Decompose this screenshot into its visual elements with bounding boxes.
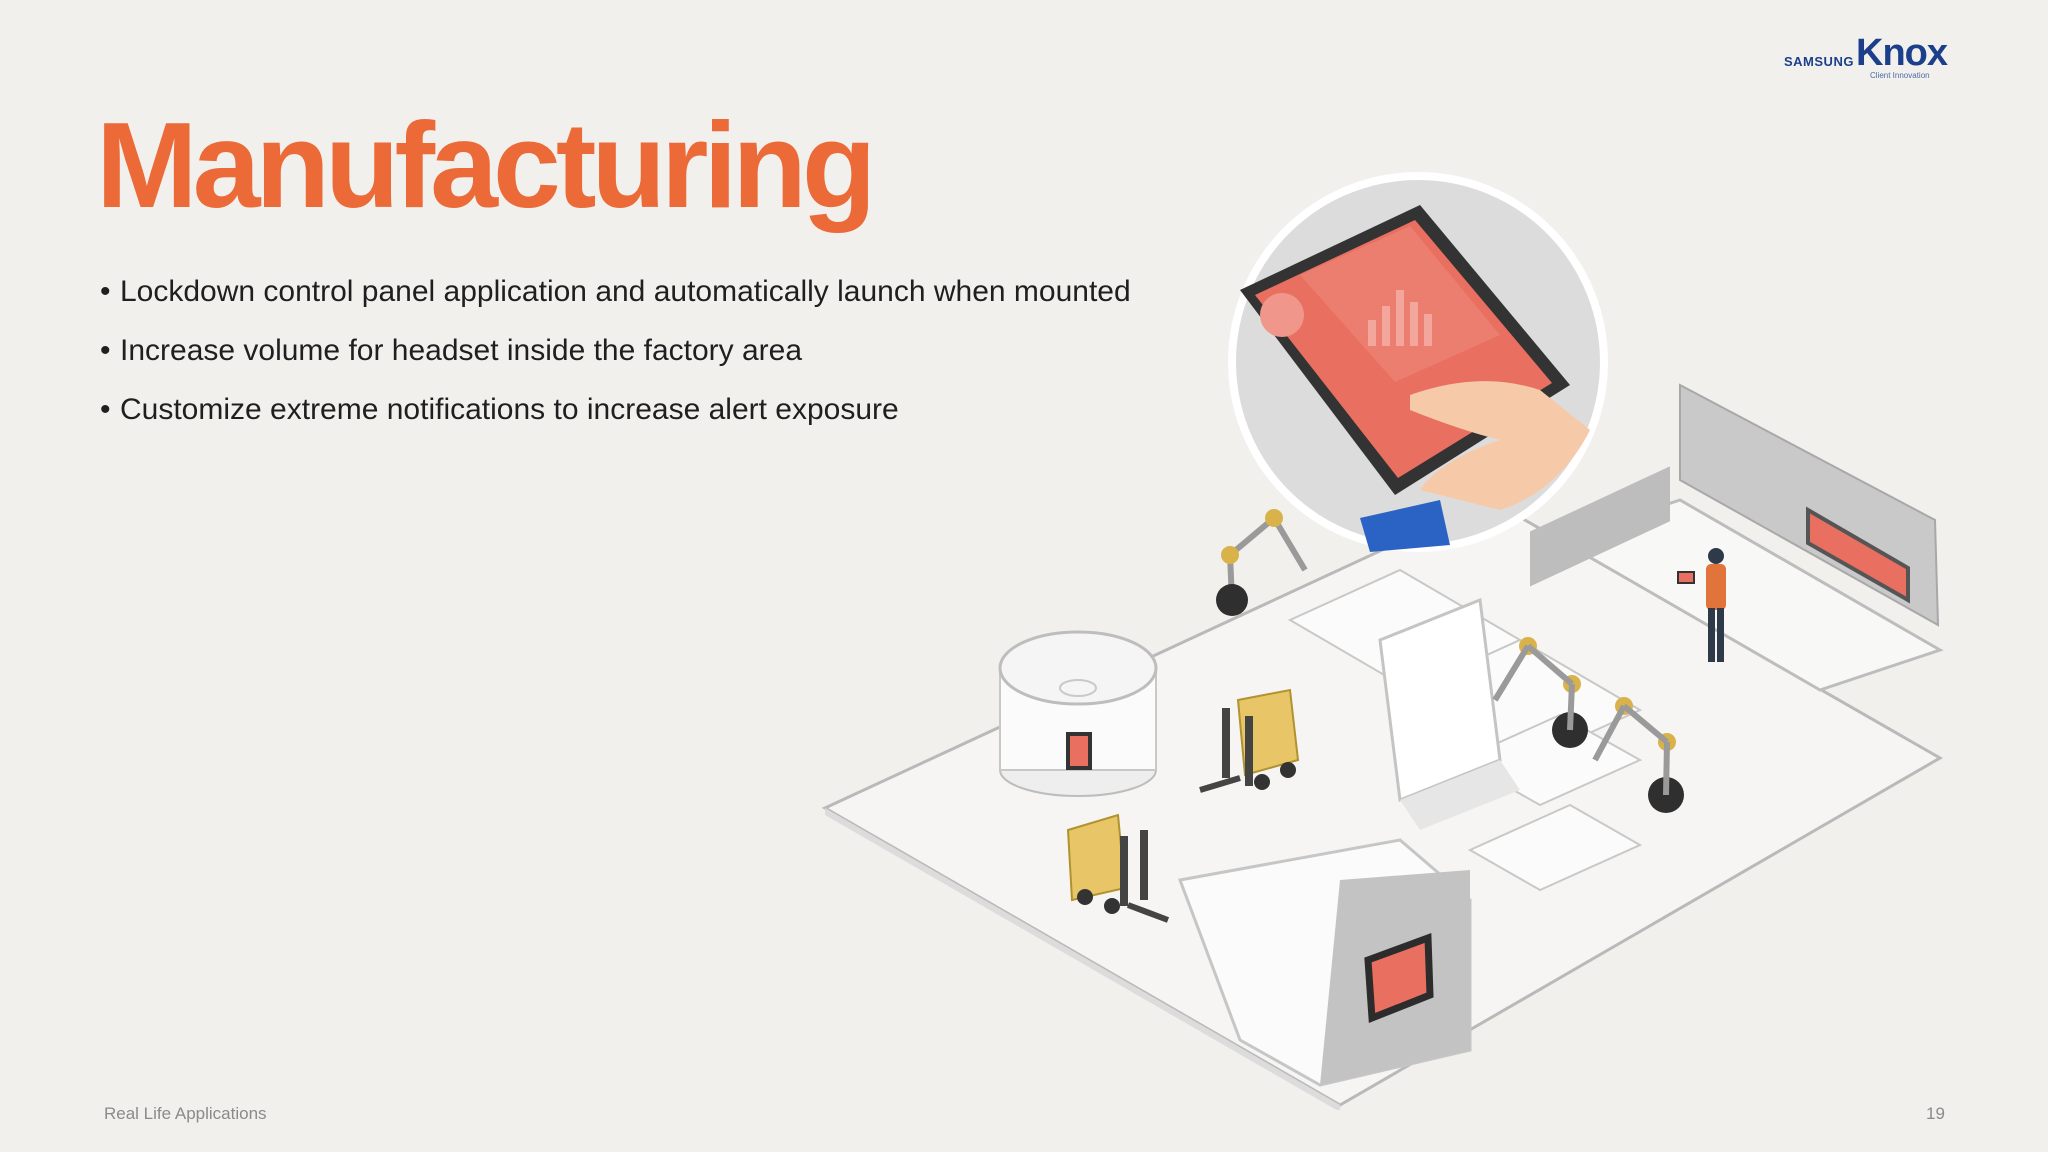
- footer-section-label: Real Life Applications: [104, 1104, 267, 1123]
- forklift-lower: [1066, 813, 1170, 923]
- pie-chart-icon: [1260, 293, 1304, 337]
- bullet-marker: •: [100, 334, 111, 367]
- pointing-hand: [1410, 381, 1590, 510]
- logo-brand: SAMSUNG: [1784, 54, 1854, 69]
- bar-chart-icon: [1368, 290, 1432, 346]
- logo-product: Knox: [1856, 32, 1948, 74]
- office-desk: [1530, 466, 1670, 587]
- bullet-marker: •: [100, 275, 111, 308]
- factory-illustration-icon: [821, 172, 1944, 1110]
- bullet-list: • Lockdown control panel application and …: [100, 272, 1131, 449]
- logo-tagline: Client Innovation: [1870, 71, 1930, 80]
- forklift-upper: [1199, 688, 1300, 793]
- bullet-text: Lockdown control panel application and a…: [120, 275, 1131, 308]
- worker-figure: [1677, 548, 1726, 662]
- central-machine: [1378, 597, 1520, 830]
- tablet-zoom-circle: [1228, 172, 1608, 552]
- wall-screen-alert: [1806, 506, 1910, 604]
- samsung-knox-logo: SAMSUNG Knox Client Innovation: [1780, 32, 1950, 86]
- bullet-item: • Lockdown control panel application and …: [100, 272, 1131, 331]
- bullet-marker: •: [100, 393, 111, 426]
- sleeve: [1360, 500, 1450, 552]
- bullet-item: • Increase volume for headset inside the …: [100, 331, 1131, 390]
- factory-floor: [821, 498, 1944, 1107]
- bullet-item: • Customize extreme notifications to incr…: [100, 390, 1131, 449]
- factory-floor-edge: [825, 808, 1340, 1110]
- bullet-text: Customize extreme notifications to incre…: [120, 393, 899, 426]
- bullet-text: Increase volume for headset inside the f…: [120, 334, 803, 367]
- front-machine: [1177, 838, 1472, 1087]
- slide-title: Manufacturing: [96, 97, 876, 233]
- storage-tank: [998, 630, 1158, 797]
- robot-arm-links: [1492, 643, 1670, 796]
- page-number: 19: [1926, 1104, 1945, 1123]
